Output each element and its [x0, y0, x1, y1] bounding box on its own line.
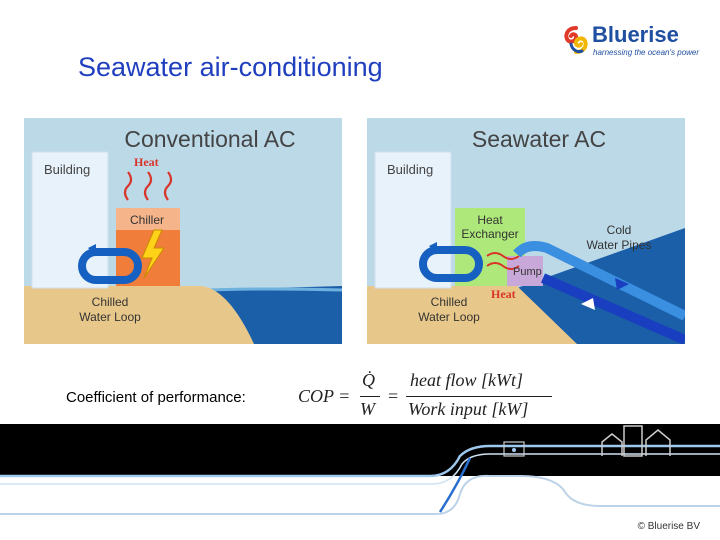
house-outline-icon [601, 425, 671, 457]
chilled-loop-icon [78, 244, 142, 284]
hx-label-line1: Heat [477, 213, 503, 227]
heat-label: Heat [134, 155, 159, 169]
pump-label: Pump [513, 266, 542, 278]
formula-w: W [360, 399, 375, 419]
formula-qdot: Q̇ [362, 370, 375, 390]
panel-title: Seawater AC [472, 126, 606, 152]
cop-label: Coefficient of performance: [66, 389, 246, 406]
building-label: Building [387, 162, 433, 177]
logo-name: Bluerise [592, 22, 679, 47]
footer-band [0, 424, 720, 519]
heat-waves-icon [486, 252, 520, 270]
hx-label-line2: Exchanger [461, 227, 518, 241]
cop-formula: COP = Q̇ W = heat flow [kWt] Work input … [296, 366, 566, 426]
lightning-icon [141, 229, 165, 279]
loop-label-line2: Water Loop [79, 310, 141, 324]
building-label: Building [44, 162, 90, 177]
seawater-ac-diagram: Seawater AC Building Heat Exchanger Pump… [367, 118, 685, 344]
building [374, 151, 452, 289]
bluerise-swirl-icon [564, 26, 588, 54]
bluerise-logo: Bluerise harnessing the ocean's power [562, 22, 712, 62]
loop-label-line1: Chilled [92, 295, 129, 309]
loop-label-line2: Water Loop [418, 310, 480, 324]
chilled-loop-icon [419, 242, 483, 282]
panel-title: Conventional AC [124, 126, 295, 152]
formula-denominator: Work input [kW] [408, 399, 529, 419]
copyright: © Bluerise BV [637, 521, 700, 532]
pipes-label-line1: Cold [607, 223, 632, 237]
pump-house [503, 441, 525, 457]
logo-tagline: harnessing the ocean's power [593, 48, 700, 57]
heat-label: Heat [491, 287, 516, 301]
fraction-line [360, 396, 380, 397]
cold-water-pipes [513, 241, 685, 344]
formula-eq: = [388, 386, 399, 406]
formula-lhs: COP = [298, 386, 351, 406]
pump [507, 256, 543, 286]
chiller-label: Chiller [130, 213, 164, 227]
loop-label-line1: Chilled [431, 295, 468, 309]
slide-title: Seawater air-conditioning [78, 52, 383, 82]
pipes-label-line2: Water Pipes [587, 238, 652, 252]
building [31, 151, 109, 289]
formula-numerator: heat flow [kWt] [410, 370, 523, 390]
fraction-line [406, 396, 552, 397]
heat-waves-icon [123, 171, 173, 201]
conventional-ac-diagram: Conventional AC Building Heat Chiller Ch… [24, 118, 342, 344]
